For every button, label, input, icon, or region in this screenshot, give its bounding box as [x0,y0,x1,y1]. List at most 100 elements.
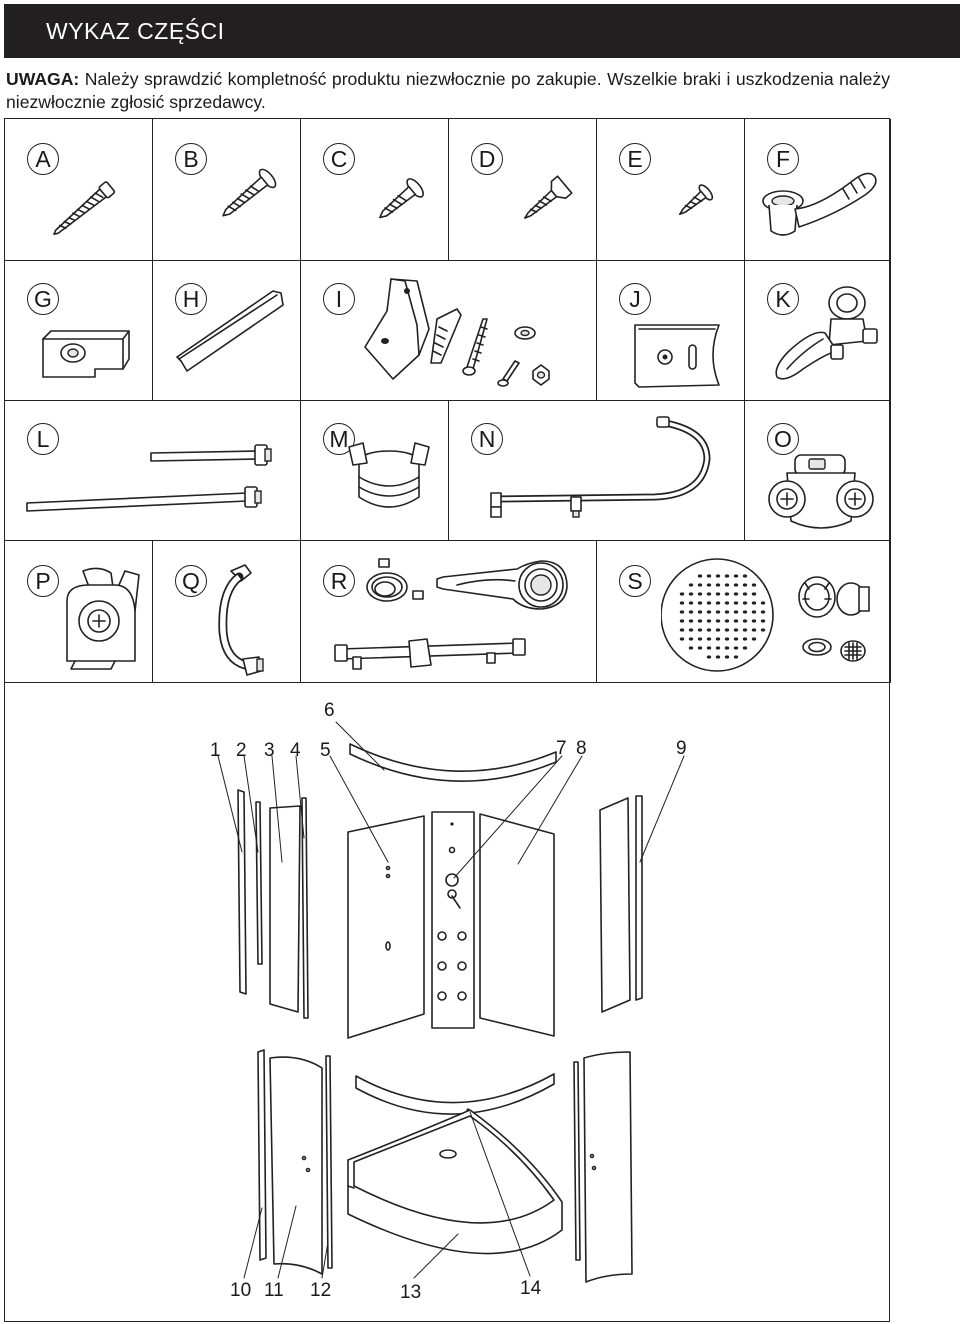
warning-note: UWAGA: Należy sprawdzić kompletność prod… [6,68,890,114]
nozzle-hole [706,619,712,623]
long-screw-icon [53,181,116,236]
nozzle-hole [706,628,712,632]
part-letter-j: J [619,283,651,315]
part-letter-h: H [175,283,207,315]
part-letter-a: A [27,143,59,175]
nozzle-hole [715,655,721,659]
callout-8: 8 [576,738,587,759]
nozzle-hole [724,574,730,578]
nozzle-hole [733,637,739,641]
part-letter-b: B [175,143,207,175]
countersunk-screw-icon [524,175,573,219]
nozzle-hole [688,628,694,632]
nozzle-hole [724,628,730,632]
shower-cabin-exploded-view [217,721,685,1283]
part-cell-n: N [449,401,745,541]
part-cell-d: D [449,119,597,261]
nozzle-hole [706,610,712,614]
part-cell-j: J [597,261,745,401]
part-letter-m: M [323,423,355,455]
part-cell-b: B [153,119,301,261]
nozzle-hole [706,583,712,587]
nozzle-hole [715,610,721,614]
callout-12: 12 [310,1280,332,1301]
part-cell-m: M [301,401,449,541]
rod-pipes-icon [26,444,272,512]
part-cell-s: S [597,541,891,683]
nozzle-hole [706,637,712,641]
part-letter-i: I [323,283,355,315]
part-cell-c: C [301,119,449,261]
nozzle-hole [751,619,757,623]
nozzle-hole [760,610,766,614]
hexagon-bar-icon [176,290,284,372]
nozzle-hole [697,610,703,614]
nozzle-hole [688,637,694,641]
part-cell-h: H [153,261,301,401]
nozzle-hole [697,592,703,596]
nozzle-hole [706,655,712,659]
nozzle-hole [706,574,712,578]
part-cell-r: R [301,541,597,683]
nozzle-hole [733,655,739,659]
part-cell-e: E [597,119,745,261]
nozzle-hole [724,655,730,659]
nozzle-hole [742,646,748,650]
nozzle-hole [715,574,721,578]
nozzle-hole [742,610,748,614]
door-handle-icon [218,564,264,676]
nozzle-hole [751,583,757,587]
part-letter-s: S [619,565,651,597]
nozzle-hole [751,592,757,596]
callout-5: 5 [320,740,331,761]
nozzle-hole [742,583,748,587]
nozzle-hole [751,601,757,605]
note-text: Należy sprawdzić kompletność produktu ni… [6,69,891,112]
mounting-bracket-kit-icon [364,278,550,387]
assembly-diagram: 6 1 2 3 4 5 7 8 9 10 11 12 13 14 [4,682,890,1322]
nozzle-hole [742,592,748,596]
nozzle-hole [688,583,694,587]
note-label: UWAGA: [6,69,80,89]
nozzle-hole [733,619,739,623]
short-screw-icon [379,178,424,219]
nozzle-hole [733,583,739,587]
nozzle-hole [715,637,721,641]
nozzle-hole [742,637,748,641]
nozzle-hole [724,601,730,605]
part-cell-f: F [745,119,891,261]
nozzle-hole [715,601,721,605]
callout-2: 2 [236,740,247,761]
part-letter-p: P [27,565,59,597]
nozzle-hole [724,610,730,614]
nozzle-hole [742,574,748,578]
nozzle-hole [733,601,739,605]
part-letter-f: F [767,143,799,175]
nozzle-hole [742,628,748,632]
nozzle-hole [706,592,712,596]
nozzle-hole [751,637,757,641]
nozzle-hole [706,646,712,650]
nozzle-hole [688,592,694,596]
nozzle-hole [751,610,757,614]
nozzle-hole [715,619,721,623]
parts-grid: A B C D [4,118,891,1322]
callout-10: 10 [230,1280,252,1301]
nozzle-hole [679,601,685,605]
nozzle-hole [706,601,712,605]
part-letter-e: E [619,143,651,175]
nozzle-hole [715,592,721,596]
nozzle-hole [697,583,703,587]
nozzle-hole [679,637,685,641]
callout-3: 3 [264,740,275,761]
small-screw-icon [678,184,714,216]
nozzle-hole [697,619,703,623]
callout-1: 1 [210,740,221,761]
page-title: WYKAZ CZĘŚCI [46,18,225,44]
hand-shower-set-icon [334,558,568,670]
part-cell-a: A [5,119,153,261]
part-cell-l: L [5,401,301,541]
nozzle-hole [688,601,694,605]
pipe-clamp-icon [348,442,430,508]
callout-4: 4 [290,740,301,761]
